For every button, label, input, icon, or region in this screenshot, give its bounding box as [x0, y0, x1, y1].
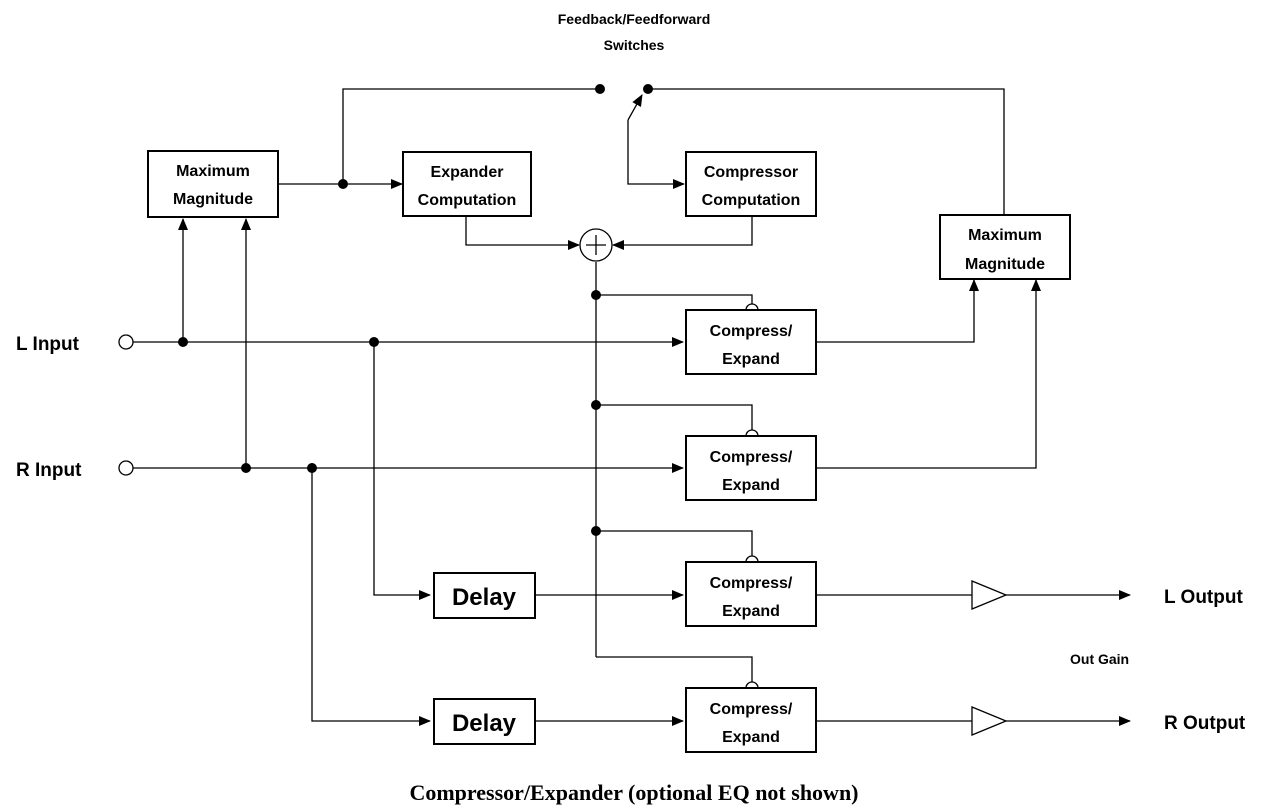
delay-label: Delay: [452, 584, 517, 611]
compress-expand-line1: Compress/: [710, 701, 793, 718]
expander-computation-line2: Computation: [418, 192, 517, 209]
delay-box: Delay: [433, 698, 536, 745]
l-input-terminal: [118, 334, 134, 350]
expander-computation-box: Expander Computation: [402, 151, 532, 217]
compress-expand-line1: Compress/: [710, 323, 793, 340]
compress-expand-line2: Expand: [722, 351, 780, 368]
max-magnitude-left-line2: Magnitude: [173, 191, 253, 208]
compress-expand-line1: Compress/: [710, 575, 793, 592]
compressor-computation-box: Compressor Computation: [685, 151, 817, 217]
r-output-label: R Output: [1164, 713, 1246, 734]
max-magnitude-left-line1: Maximum: [176, 163, 250, 180]
diagram-caption: Compressor/Expander (optional EQ not sho…: [409, 780, 858, 805]
out-gain-amplifier: [971, 580, 1008, 610]
r-input-label: R Input: [16, 460, 82, 481]
out-gain-amplifier: [971, 706, 1008, 736]
r-input-terminal: [118, 460, 134, 476]
summing-junction: [579, 228, 613, 262]
expander-computation-line1: Expander: [431, 164, 504, 181]
switch-label-line2: Switches: [604, 37, 665, 53]
out-gain-label: Out Gain: [1070, 651, 1129, 667]
compress-expand-line2: Expand: [722, 603, 780, 620]
junction-dots: [178, 84, 653, 536]
l-input-label: L Input: [16, 334, 80, 355]
switch-label-line1: Feedback/Feedforward: [558, 11, 711, 27]
compress-expand-box: Compress/ Expand: [685, 309, 817, 375]
max-magnitude-right-box: Maximum Magnitude: [939, 214, 1071, 280]
max-magnitude-left-box: Maximum Magnitude: [147, 150, 279, 218]
wires: [133, 88, 1131, 726]
max-magnitude-right-line1: Maximum: [968, 227, 1042, 244]
compress-expand-box: Compress/ Expand: [685, 561, 817, 627]
compress-expand-line2: Expand: [722, 729, 780, 746]
compress-expand-line1: Compress/: [710, 449, 793, 466]
compress-expand-box: Compress/ Expand: [685, 687, 817, 753]
delay-label: Delay: [452, 710, 517, 737]
compressor-computation-line2: Computation: [702, 192, 801, 209]
compress-expand-box: Compress/ Expand: [685, 435, 817, 501]
max-magnitude-right-line2: Magnitude: [965, 256, 1045, 273]
compressor-computation-line1: Compressor: [704, 164, 798, 181]
delay-box: Delay: [433, 572, 536, 619]
compress-expand-line2: Expand: [722, 477, 780, 494]
l-output-label: L Output: [1164, 587, 1243, 608]
